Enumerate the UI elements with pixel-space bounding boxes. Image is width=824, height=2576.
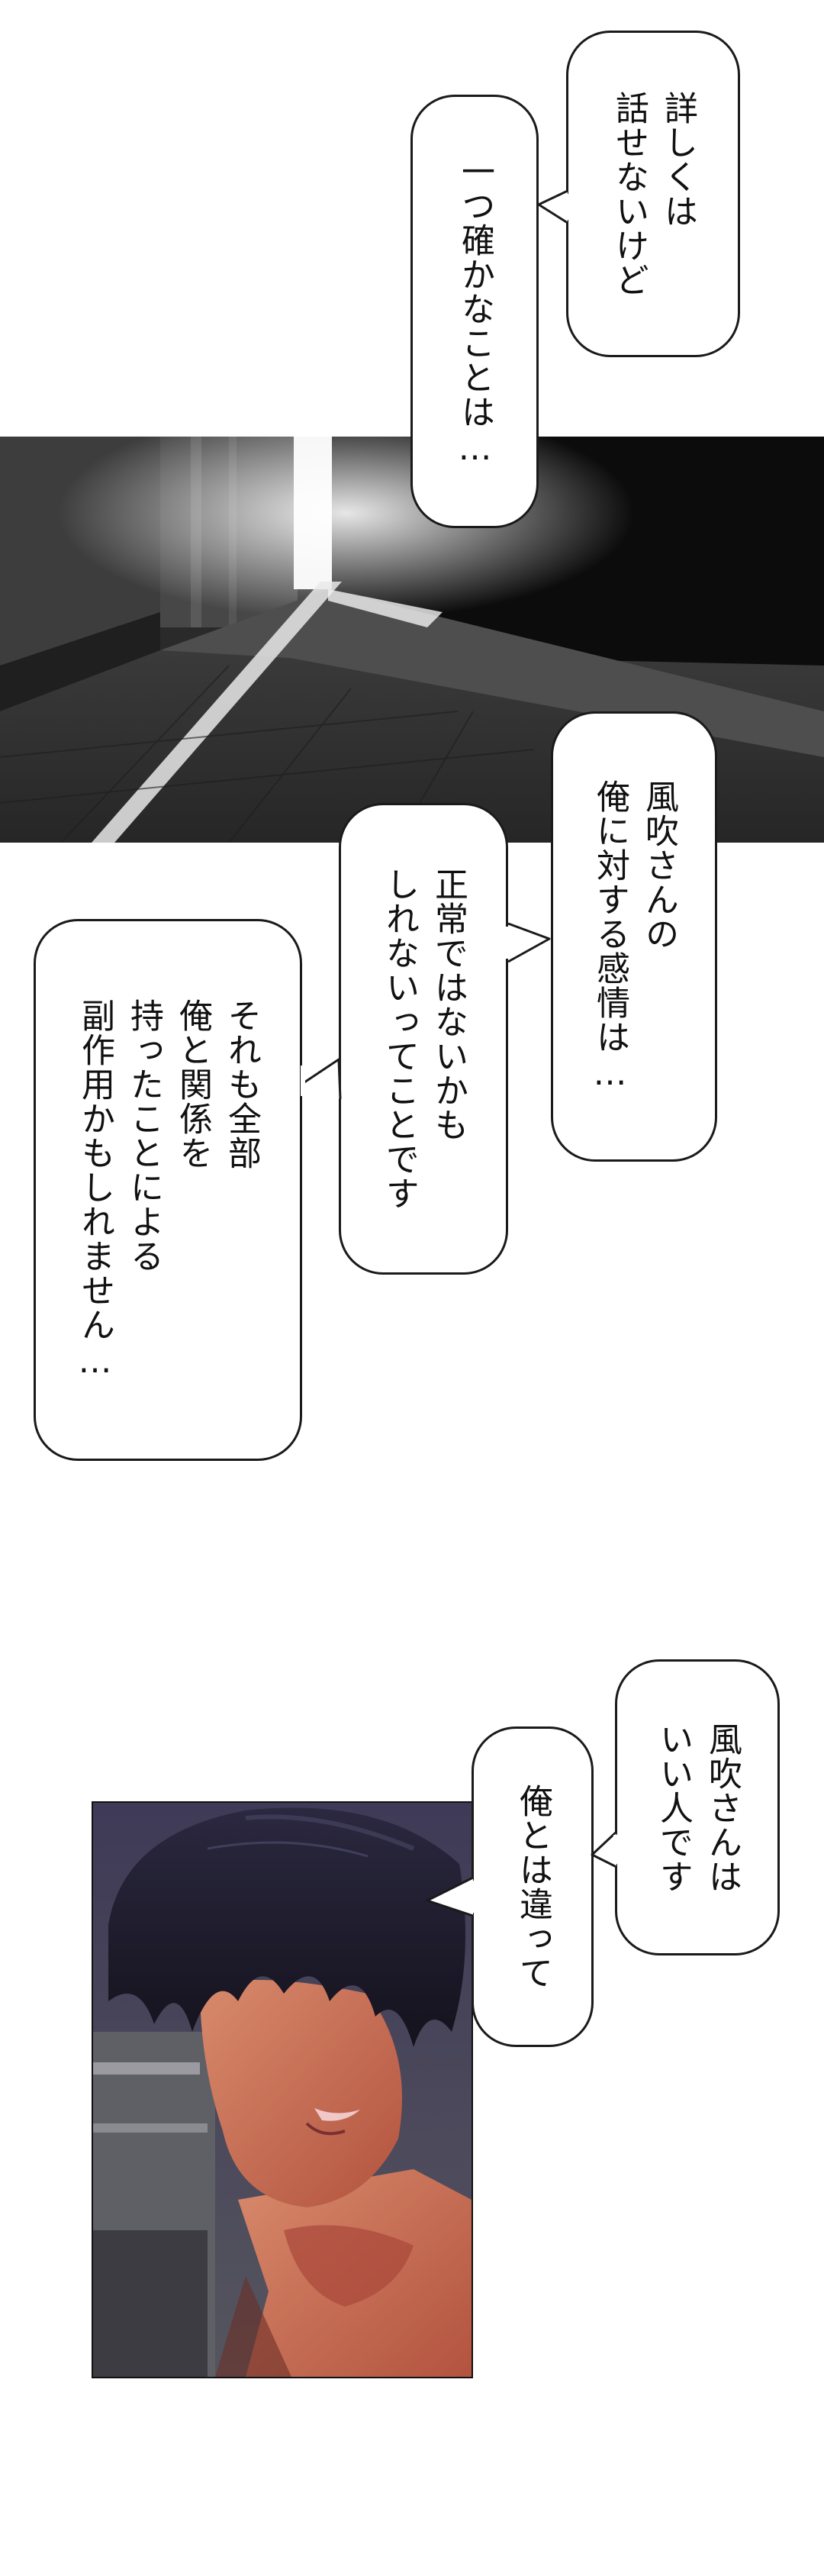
bubble-tail-1 xyxy=(537,189,568,224)
bubble-tail-3 xyxy=(507,922,551,963)
speech-text-2: 一つ確かなことは… xyxy=(455,154,494,469)
speech-text-4: 正常ではないかも しれないってことです xyxy=(380,867,468,1211)
bubble-tail-4 xyxy=(301,1058,342,1100)
character-illustration xyxy=(93,1803,472,2377)
speech-text-5: それも全部 俺と関係を 持ったことによる 副作用かもしれません… xyxy=(76,998,261,1381)
bubble-tail-6 xyxy=(591,1830,618,1868)
speech-bubble-3: 風吹さんの 俺に対する感情は… xyxy=(551,711,717,1162)
speech-bubble-2: 一つ確かなことは… xyxy=(410,95,539,528)
speech-text-6: 風吹さんは いい人です xyxy=(654,1721,742,1894)
speech-text-7: 俺とは違って xyxy=(513,1784,552,1990)
speech-bubble-6: 風吹さんは いい人です xyxy=(615,1659,780,1955)
speech-bubble-5: それも全部 俺と関係を 持ったことによる 副作用かもしれません… xyxy=(34,919,302,1461)
character-portrait-panel xyxy=(92,1801,473,2378)
speech-text-3: 風吹さんの 俺に対する感情は… xyxy=(591,779,678,1094)
speech-text-1: 詳しくは 話せないけど xyxy=(610,91,697,297)
hallway-panel xyxy=(0,437,824,843)
speech-bubble-4: 正常ではないかも しれないってことです xyxy=(339,803,508,1275)
hallway-illustration xyxy=(0,437,824,843)
speech-bubble-7: 俺とは違って xyxy=(472,1726,594,2047)
speech-bubble-1: 詳しくは 話せないけど xyxy=(566,31,740,357)
